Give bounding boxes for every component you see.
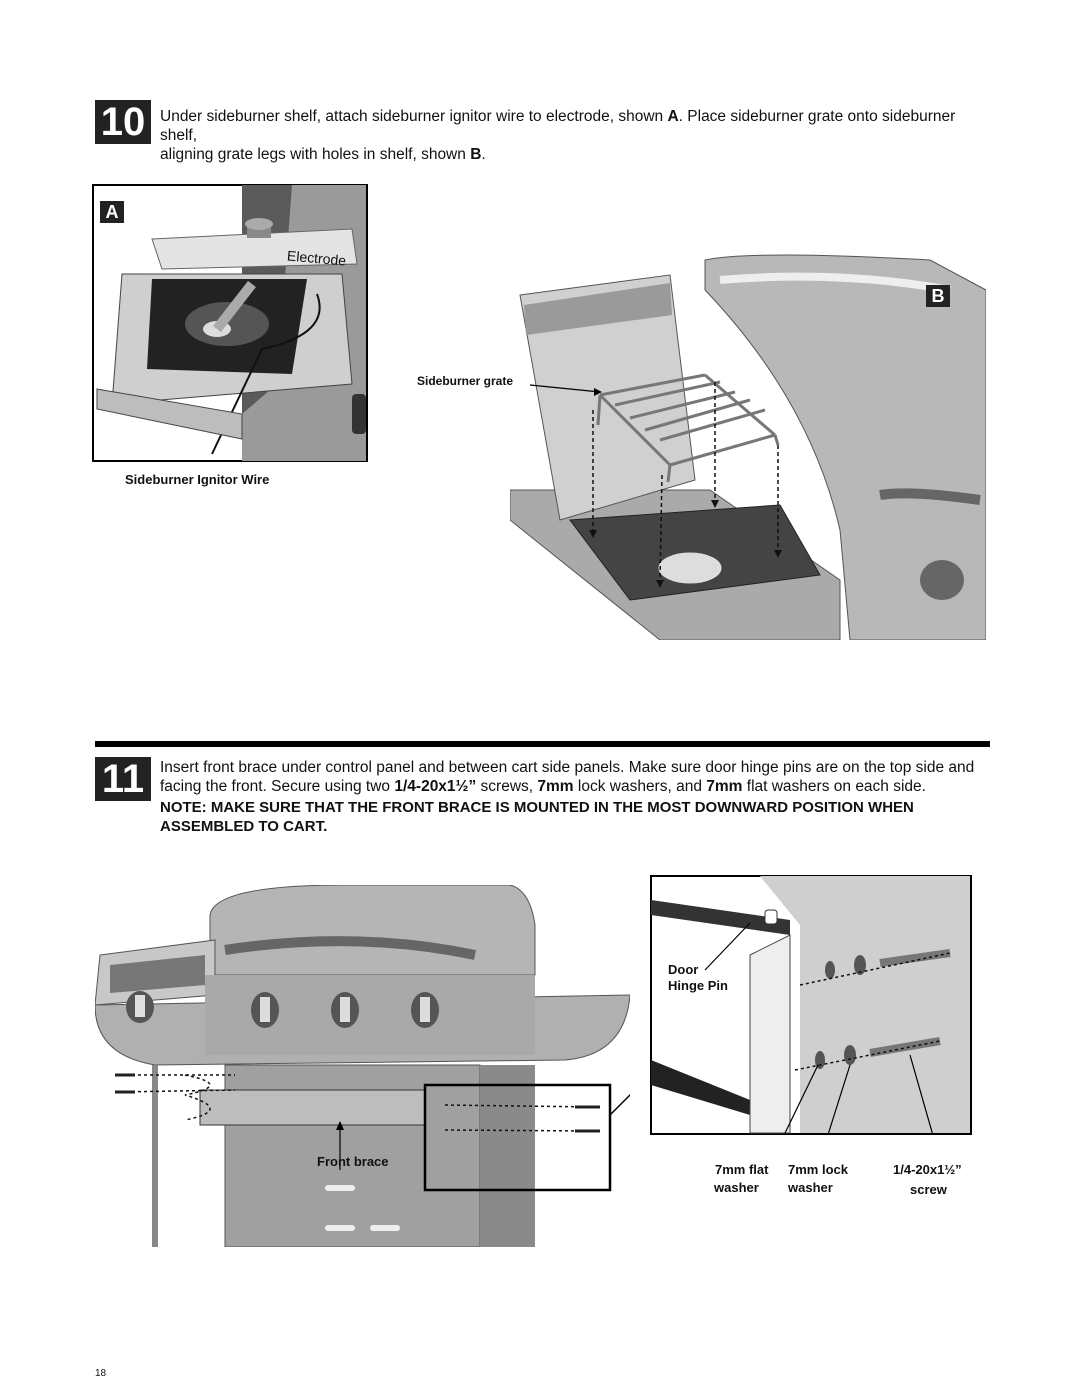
step-10-text-2b: B (470, 146, 482, 163)
figure-a-badge: A (100, 201, 124, 223)
step-10-text-2c: . (481, 146, 486, 163)
step-11-note: NOTE: MAKE SURE THAT THE FRONT BRACE IS … (160, 798, 990, 836)
figure-b-sideburner-grate (510, 254, 986, 640)
step-11-line2e: lock washers, and (573, 778, 707, 795)
step-10-text-1b: A (667, 108, 679, 125)
step-11-line1: Insert front brace under control panel a… (160, 759, 975, 776)
step-10-text-1c: . Place sideburner grate onto sideburner… (160, 108, 956, 144)
door-label: Door (668, 962, 699, 977)
front-brace-label: Front brace (317, 1154, 389, 1169)
figure-hinge-detail (650, 875, 972, 1135)
figure-grill-front-brace (95, 885, 630, 1247)
step-10-instructions: Under sideburner shelf, attach sideburne… (160, 107, 990, 164)
figure-a-electrode (92, 184, 368, 462)
lock-washer-label-2: washer (788, 1180, 833, 1195)
step-11-line2c: screws, (476, 778, 538, 795)
step-10-text-2a: aligning grate legs with holes in shelf,… (160, 146, 471, 163)
step-11-instructions: Insert front brace under control panel a… (160, 758, 990, 796)
step-11-line2f: 7mm (706, 778, 743, 795)
sideburner-grate-label: Sideburner grate (417, 374, 514, 388)
hinge-pin-label: Hinge Pin (668, 978, 728, 993)
figure-b-badge: B (926, 285, 950, 307)
step-11-line2g: flat washers on each side. (742, 778, 926, 795)
page-number: 18 (95, 1368, 107, 1379)
note-line2: ASSEMBLED TO CART. (160, 818, 328, 835)
step-11-line2d: 7mm (537, 778, 574, 795)
screw-label-1: 1/4-20x1½” (893, 1162, 962, 1177)
sideburner-ignitor-wire-label: Sideburner Ignitor Wire (125, 472, 270, 487)
step-11-number: 11 (95, 757, 151, 801)
screw-label-2: screw (910, 1182, 947, 1197)
flat-washer-label-1: 7mm flat (715, 1162, 769, 1177)
flat-washer-label-2: washer (714, 1180, 759, 1195)
step-divider (95, 741, 990, 747)
step-11-line2b: 1/4-20x1½” (394, 778, 477, 795)
step-11-line2a: facing the front. Secure using two (160, 778, 395, 795)
step-10-number: 10 (95, 100, 151, 144)
step-10-text-1a: Under sideburner shelf, attach sideburne… (160, 108, 668, 125)
lock-washer-label-1: 7mm lock (788, 1162, 848, 1177)
note-line1: NOTE: MAKE SURE THAT THE FRONT BRACE IS … (160, 799, 914, 816)
